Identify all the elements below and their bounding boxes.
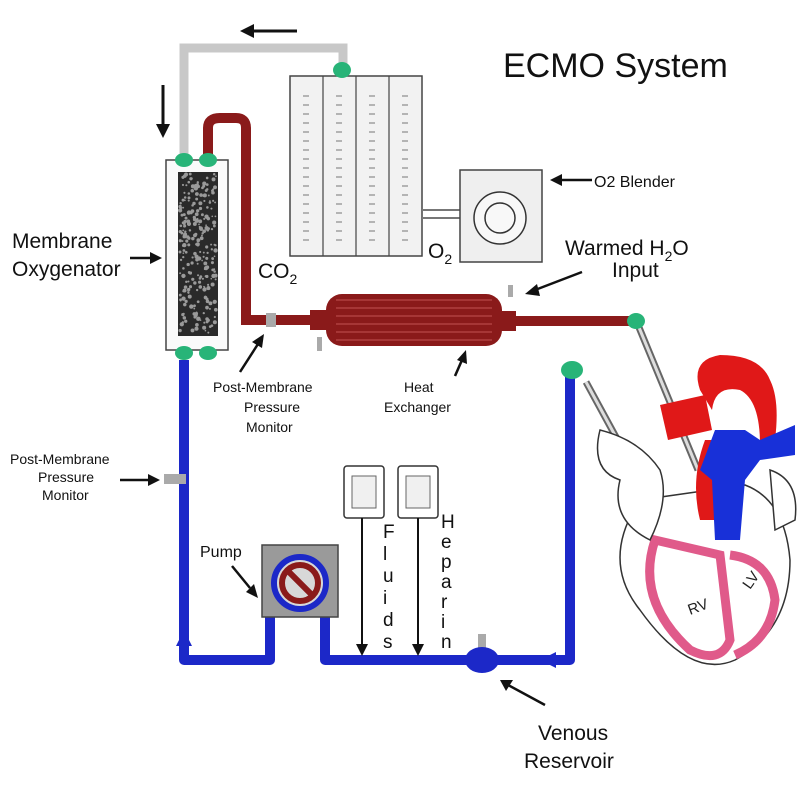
heart: RV LV [596,355,797,666]
arrow-o2-blender-icon [550,174,592,186]
flow-arrow-left-icon [240,24,297,38]
heat-exchanger-label-line2: Exchanger [384,399,451,415]
venous-cannula-connector [561,361,583,379]
post-membrane-monitor-left-line3: Monitor [42,487,89,503]
venous-reservoir [465,634,499,673]
gas-flowmeter [289,62,423,257]
o2-label: O2 [428,240,452,267]
post-membrane-monitor-port-upper [266,313,276,327]
venous-flow-arrow-icon [176,630,192,646]
post-membrane-monitor-left-line2: Pressure [38,469,94,485]
heparin-bag [397,465,439,656]
pump-label: Pump [200,544,242,561]
post-membrane-monitor-upper-line3: Monitor [246,419,293,435]
arrow-post-membrane-left-icon [120,474,160,486]
post-membrane-monitor-port-lower [164,474,186,484]
post-membrane-monitor-upper-line1: Post-Membrane [213,379,313,395]
heat-exchanger-label-line1: Heat [404,379,434,395]
flow-arrow-down-icon [156,85,170,138]
arterial-tube-upper [203,113,300,325]
venous-flow-arrow-right-icon [540,652,556,668]
fluids-bag [343,465,385,656]
co2-label: CO2 [258,260,298,287]
membrane-oxygenator [165,153,229,360]
venous-reservoir-label-line2: Reservoir [524,750,614,773]
arrow-post-membrane-upper-icon [238,334,264,373]
arrow-pump-icon [231,565,258,598]
gas-supply-line [179,43,348,160]
warmed-h2o-label-line1: Warmed H2O [565,237,689,264]
gas-connector [333,62,351,78]
warmed-h2o-label-line2: Input [612,259,659,282]
arrow-oxygenator-icon [130,252,162,264]
o2-blender [422,169,543,263]
arrow-warmed-h2o-icon [525,270,583,296]
membrane-oxygenator-label-line1: Membrane [12,230,112,253]
arrow-venous-reservoir-icon [500,680,546,707]
post-membrane-monitor-upper-line2: Pressure [244,399,300,415]
heat-exchanger [310,285,516,351]
pump [261,544,339,618]
post-membrane-monitor-left-line1: Post-Membrane [10,451,110,467]
arterial-cannula [627,313,702,472]
membrane-oxygenator-label-line2: Oxygenator [12,258,121,281]
arrow-heat-exchanger-icon [453,350,467,377]
venous-reservoir-label-line1: Venous [538,722,608,745]
rv-label: RV [686,596,711,619]
diagram-title: ECMO System [503,47,728,85]
lv-label: LV [739,568,763,592]
o2-blender-label: O2 Blender [594,174,676,191]
